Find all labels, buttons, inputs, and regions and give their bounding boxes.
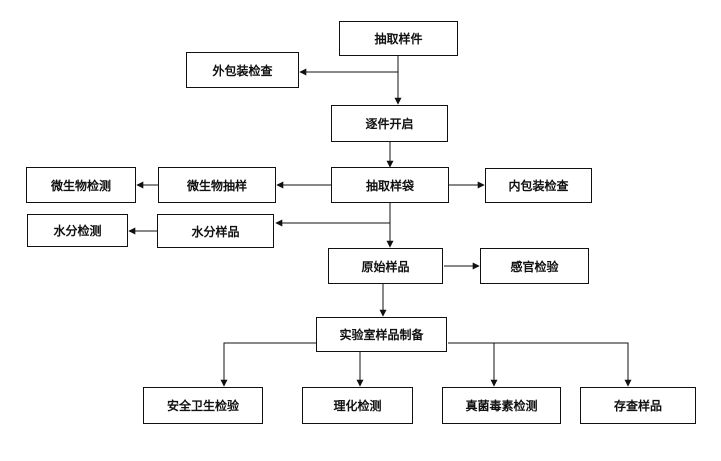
node-micro-sampling: 微生物抽样 — [158, 167, 276, 203]
node-safety-test: 安全卫生检验 — [143, 387, 263, 424]
node-sample-bag: 抽取样袋 — [331, 167, 449, 203]
node-retained-sample: 存查样品 — [580, 387, 696, 424]
edge-lab-bus-right-1 — [448, 342, 498, 387]
node-moisture-test: 水分检测 — [27, 214, 128, 247]
node-sample-extract: 抽取样件 — [339, 21, 458, 56]
node-outer-package-check: 外包装检查 — [186, 52, 299, 88]
node-mycotoxin-test: 真菌毒素检测 — [442, 387, 561, 424]
edge-lab-bus-right-2 — [494, 342, 632, 387]
node-lab-prep: 实验室样品制备 — [316, 317, 447, 352]
node-sensory-test: 感官检验 — [480, 248, 589, 284]
node-moisture-sample: 水分样品 — [157, 214, 274, 248]
node-physchem-test: 理化检测 — [302, 387, 413, 424]
node-original-sample: 原始样品 — [328, 248, 443, 284]
node-open-each: 逐件开启 — [331, 105, 448, 142]
node-inner-package-check: 内包装检查 — [485, 168, 592, 203]
node-micro-test: 微生物检测 — [26, 167, 136, 203]
edge-lab-bus-left — [220, 342, 316, 387]
